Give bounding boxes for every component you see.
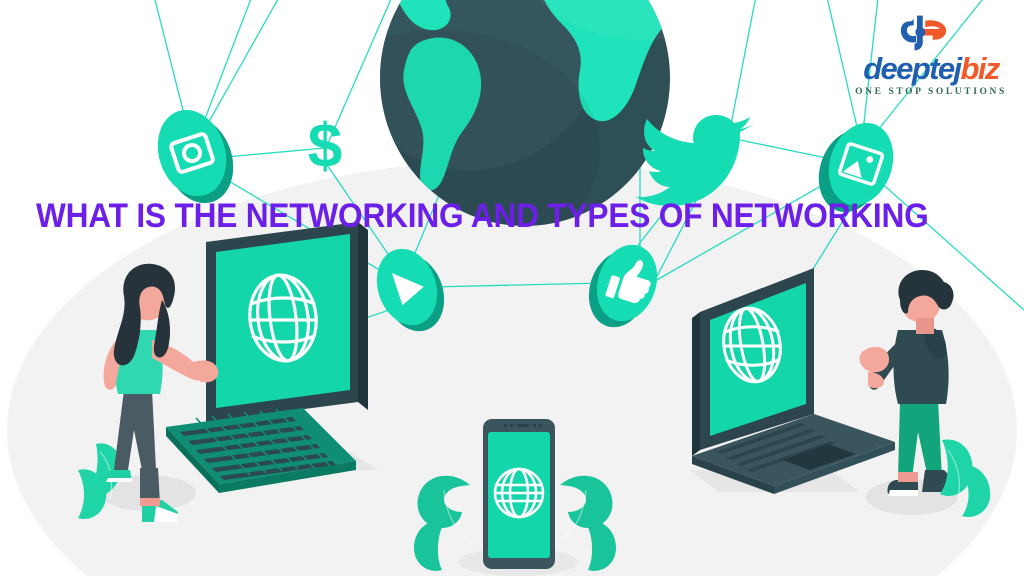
- play-icon: [391, 272, 424, 306]
- hair: [113, 263, 176, 366]
- page-title: WHAT IS THE NETWORKING AND TYPES OF NETW…: [36, 197, 929, 235]
- globe-highlight: [380, 0, 610, 170]
- link-line: [647, 174, 841, 286]
- phone-screen: [488, 432, 550, 558]
- hair: [898, 270, 954, 314]
- node-instagram[interactable]: [147, 101, 244, 212]
- twitter-icon: [635, 115, 756, 206]
- node-like[interactable]: [579, 237, 666, 335]
- link-line: [214, 147, 326, 159]
- laptop-trackpad: [782, 444, 856, 470]
- laptop-base: [692, 414, 895, 486]
- thumbs-up-icon: [605, 260, 651, 304]
- link-line: [826, 0, 861, 141]
- phone-speaker: [504, 424, 542, 427]
- brand-logo[interactable]: deeptejbiz ONE STOP SOLUTIONS: [852, 14, 1010, 97]
- desktop-monitor: [206, 222, 378, 470]
- coin-face: [157, 109, 227, 197]
- logo-word-secondary: biz: [960, 51, 1001, 86]
- deeptej-monogram-icon: [900, 15, 947, 51]
- leaf-cluster-right: [940, 439, 991, 518]
- neck: [916, 318, 934, 334]
- link-line: [324, 0, 392, 151]
- link-line: [739, 139, 837, 161]
- smartphone: [483, 419, 555, 569]
- camera-icon: [169, 132, 215, 174]
- link-line: [431, 282, 604, 288]
- link-line: [209, 169, 406, 286]
- node-play[interactable]: [367, 241, 453, 339]
- coin-face: [828, 122, 894, 206]
- keyboard-key-gaps: [195, 408, 331, 476]
- hood: [922, 326, 947, 360]
- node-twitter[interactable]: [635, 115, 756, 206]
- hand: [859, 346, 890, 373]
- globe-wireframe-icon: [248, 273, 318, 363]
- link-line: [865, 0, 983, 146]
- node-photo[interactable]: [809, 114, 904, 220]
- logo-tagline: ONE STOP SOLUTIONS: [855, 87, 1007, 97]
- desktop-keyboard: [166, 408, 356, 493]
- globe-wireframe-icon: [493, 467, 545, 519]
- leaf-cluster-center: [414, 475, 616, 571]
- laptop: [690, 268, 895, 494]
- hand: [192, 360, 219, 383]
- link-line: [728, 0, 756, 136]
- hair-strand: [153, 300, 170, 358]
- laptop-keys: [716, 423, 836, 472]
- logo-word-primary: deeptej: [863, 51, 962, 86]
- leaf-cluster-left: [78, 443, 122, 520]
- leg: [114, 390, 156, 470]
- node-dollar[interactable]: $: [308, 112, 342, 181]
- person-woman: [103, 263, 219, 522]
- logo-wordmark: deeptejbiz: [852, 53, 1010, 84]
- globe-wireframe-icon: [722, 306, 782, 384]
- link-line: [861, 0, 879, 141]
- dollar-icon: $: [308, 112, 342, 181]
- link-line: [877, 179, 1024, 311]
- image-icon: [837, 142, 885, 186]
- link-line: [192, 0, 279, 151]
- person-man: [859, 270, 956, 496]
- globe-continents: [380, 0, 670, 191]
- leg: [898, 400, 942, 478]
